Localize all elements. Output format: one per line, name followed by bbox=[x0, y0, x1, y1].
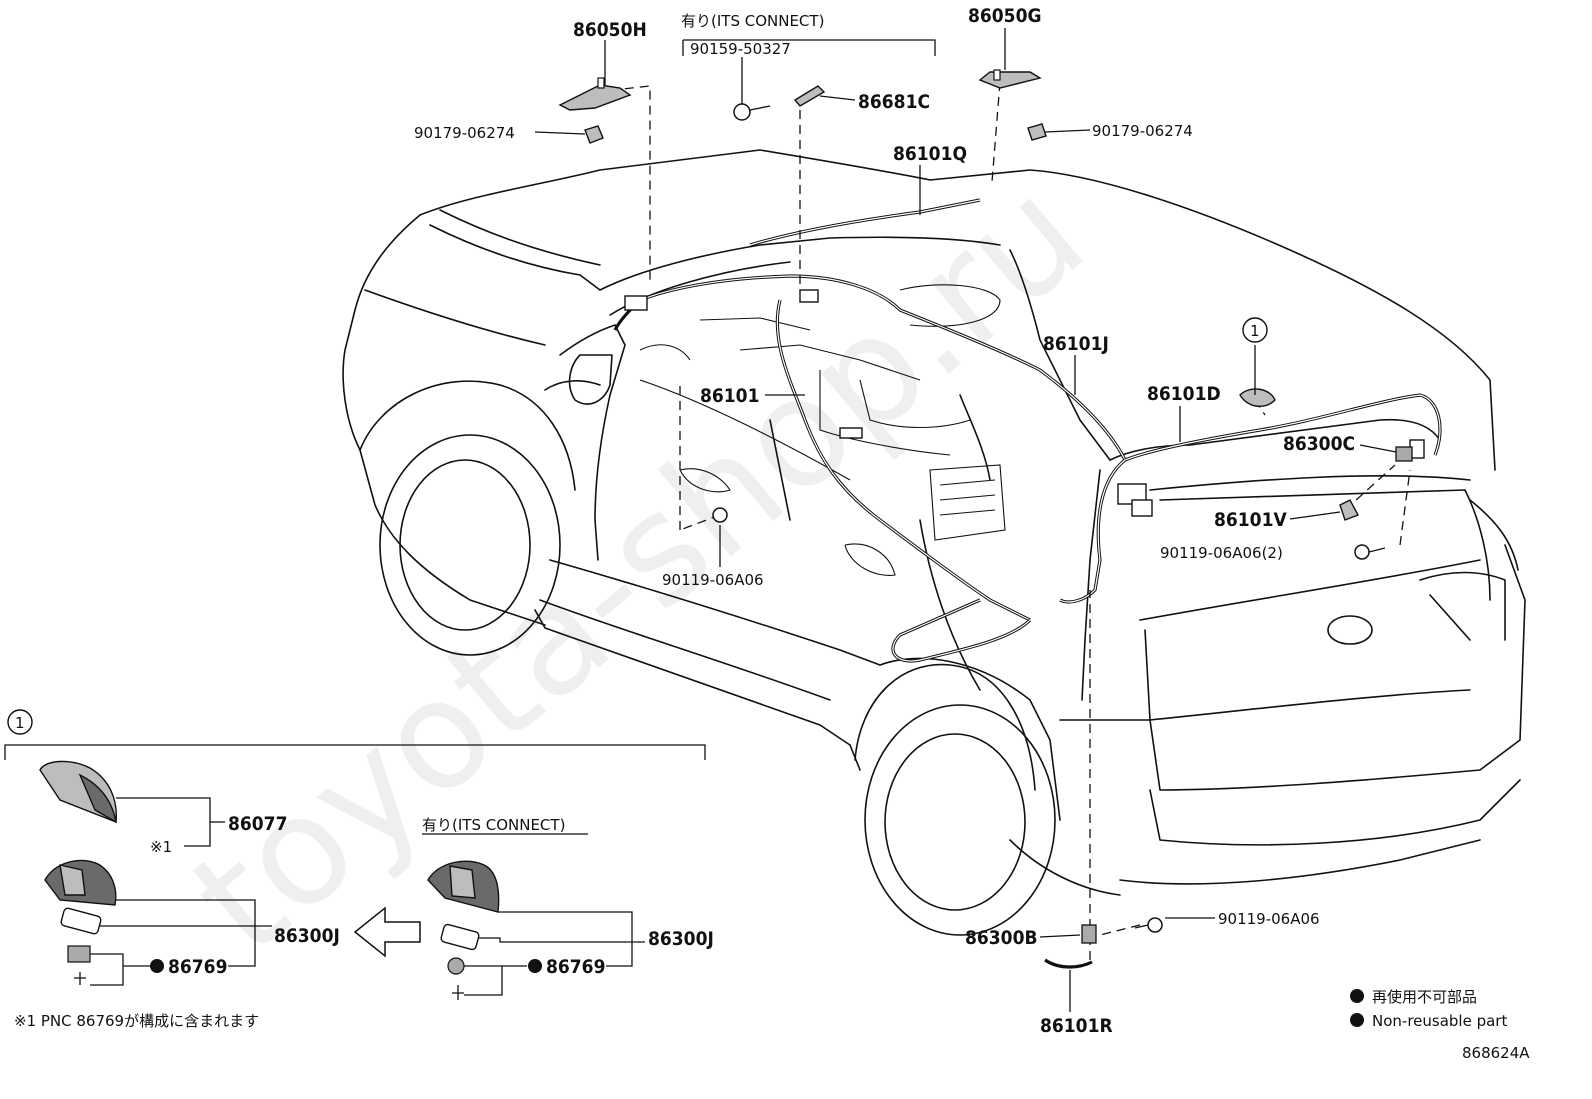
legend-jp: 再使用不可部品 bbox=[1372, 988, 1477, 1006]
label-90179-06274-left: 90179-06274 bbox=[414, 124, 515, 142]
callout-leaders bbox=[534, 28, 1397, 1012]
label-its-connect-top: 有り(ITS CONNECT) bbox=[681, 12, 824, 30]
label-86300B: 86300B bbox=[965, 927, 1038, 949]
label-90159-50327: 90159-50327 bbox=[690, 40, 791, 58]
label-86300J-right: 86300J bbox=[648, 928, 714, 950]
label-86300C: 86300C bbox=[1283, 433, 1355, 455]
label-86681C: 86681C bbox=[858, 91, 930, 113]
label-90119-06A06-2: 90119-06A06(2) bbox=[1160, 544, 1283, 562]
watermark: toyota-shop.ru bbox=[161, 147, 1116, 988]
label-86769-right: 86769 bbox=[546, 956, 605, 978]
equivalence-arrow bbox=[353, 906, 421, 958]
label-90119-06A06-rear: 90119-06A06 bbox=[1218, 910, 1320, 928]
label-86050G: 86050G bbox=[968, 5, 1042, 27]
label-its-connect-inset: 有り(ITS CONNECT) bbox=[422, 816, 565, 834]
label-86769-left: 86769 bbox=[168, 956, 227, 978]
circle-ref-text: 1 bbox=[1250, 322, 1260, 340]
label-90179-06274-right: 90179-06274 bbox=[1092, 122, 1193, 140]
circle-ref-marker bbox=[1242, 317, 1268, 343]
label-90119-06A06-center: 90119-06A06 bbox=[662, 571, 764, 589]
label-86300J-left: 86300J bbox=[274, 925, 340, 947]
label-86101: 86101 bbox=[700, 385, 759, 407]
figure-code: 868624A bbox=[1462, 1044, 1530, 1062]
legend: 再使用不可部品 Non-reusable part 868624A bbox=[1350, 988, 1530, 1062]
label-86101R: 86101R bbox=[1040, 1015, 1113, 1037]
label-86101Q: 86101Q bbox=[893, 143, 967, 165]
label-86101V: 86101V bbox=[1214, 509, 1287, 531]
note-mark-1: ※1 bbox=[150, 838, 172, 856]
label-86050H: 86050H bbox=[573, 19, 647, 41]
label-86101J: 86101J bbox=[1043, 333, 1109, 355]
footnote-86769: ※1 PNC 86769が構成に含まれます bbox=[14, 1012, 259, 1030]
inset-circle-text: 1 bbox=[15, 714, 25, 732]
label-86077: 86077 bbox=[228, 813, 287, 835]
inset-antenna: 1 86077 ※1 86300J 86769 有り(ITS CONNECT) bbox=[4, 709, 714, 1030]
label-86101D: 86101D bbox=[1147, 383, 1221, 405]
wire-harness bbox=[613, 198, 1442, 663]
vehicle-body bbox=[342, 149, 1526, 936]
inset-circle-marker bbox=[7, 709, 33, 735]
callouts: 86050H 有り(ITS CONNECT) 90159-50327 86681… bbox=[414, 5, 1355, 1037]
legend-en: Non-reusable part bbox=[1372, 1012, 1507, 1030]
part-glyphs bbox=[558, 69, 1413, 969]
